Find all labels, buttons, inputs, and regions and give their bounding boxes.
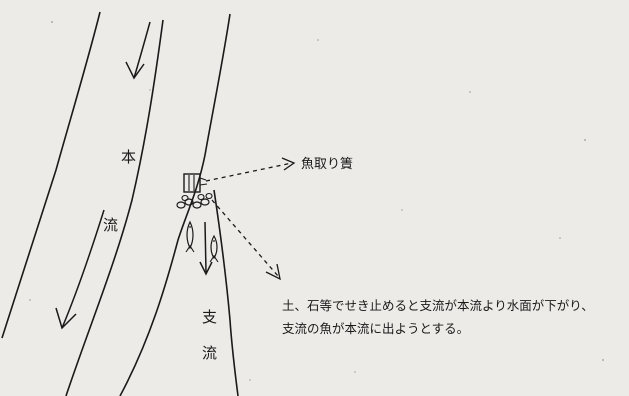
down-arrow-icon <box>204 221 207 273</box>
tributary-flow-arrow <box>199 221 213 276</box>
down-arrow-icon <box>61 209 105 329</box>
main-river-label-char-2: 流 <box>103 216 118 234</box>
fish-trap-callout-arrow <box>205 157 296 182</box>
tributary-label-char-1: 支 <box>202 308 217 326</box>
main-river-label-char-1: 本 <box>121 148 136 166</box>
fish-icon <box>185 220 195 253</box>
down-arrow-icon <box>133 21 151 79</box>
note-callout-arrow <box>211 199 281 281</box>
main-flow-arrow-bottom <box>55 209 105 330</box>
main-flow-arrow-top <box>125 21 151 80</box>
main-river-left-bank <box>1 11 101 339</box>
tributary-right-bank <box>213 189 239 396</box>
note-line-1: 土、石等でせき止めると支流が本流より水面が下がり、 <box>282 298 594 313</box>
fish-icon <box>209 234 219 263</box>
paper-texture <box>29 21 604 381</box>
tributary-label-char-2: 流 <box>202 344 217 362</box>
fish-trap-label: 魚取り簀 <box>301 156 353 172</box>
fish-trap-icon <box>183 173 208 193</box>
stone-barrier <box>176 192 213 209</box>
main-river-middle-bank <box>65 19 164 396</box>
note-line-2: 支流の魚が本流に出ようとする。 <box>282 321 469 336</box>
